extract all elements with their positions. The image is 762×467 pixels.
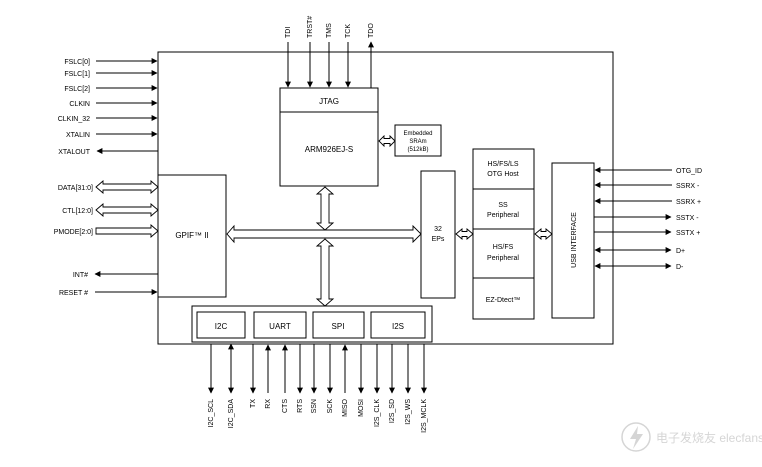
watermark: 电子发烧友 elecfans.com <box>621 422 762 452</box>
uart-label: UART <box>269 322 291 331</box>
pin-i2c-sda: I2C_SDA <box>228 399 235 429</box>
pin-fslc0: FSLC[0] <box>64 59 90 66</box>
gpif-block <box>157 174 227 298</box>
pin-sstx-plus: SSTX + <box>676 230 700 237</box>
eps-line2: EPs <box>432 236 445 243</box>
otg-host-block <box>472 148 535 190</box>
pin-rts: RTS <box>297 399 304 413</box>
eps-usb-arrow <box>455 228 474 240</box>
bottom-signals: I2C_SCL I2C_SDA TX RX CTS RTS SSN SCK MI… <box>208 343 428 433</box>
usb-interface-block <box>551 162 595 319</box>
watermark-logo-icon <box>621 422 651 452</box>
right-signals: OTG_ID SSRX - SSRX + SSTX - SSTX + D+ D- <box>594 167 702 271</box>
pin-pmode: PMODE[2:0] <box>54 229 93 236</box>
ctl-bus-arrow <box>95 203 159 217</box>
pin-tdi: TDI <box>285 27 292 38</box>
otg-host-line2: OTG Host <box>487 171 519 178</box>
pin-dplus: D+ <box>676 248 685 255</box>
pin-trst: TRST# <box>307 16 314 38</box>
i2c-label: I2C <box>215 322 228 331</box>
sram-line2: SRAm <box>409 139 426 145</box>
pin-tms: TMS <box>326 23 333 38</box>
i2s-block <box>370 311 426 339</box>
pin-ctl: CTL[12:0] <box>62 208 93 215</box>
hsfs-peripheral-block <box>472 228 535 279</box>
pmode-bus-arrow <box>95 224 159 238</box>
left-signals: FSLC[0] FSLC[1] FSLC[2] CLKIN CLKIN_32 X… <box>54 58 159 297</box>
pin-i2s-clk: I2S_CLK <box>374 399 381 427</box>
pin-xtalout: XTALOUT <box>58 149 90 156</box>
chip-outline <box>157 51 614 345</box>
pin-fslc2: FSLC[2] <box>64 86 90 93</box>
pin-cts: CTS <box>282 399 289 413</box>
pin-tx: TX <box>250 399 257 408</box>
pin-clkin32: CLKIN_32 <box>58 116 90 123</box>
pin-i2s-sd: I2S_SD <box>389 399 396 423</box>
ss-periph-line2: Peripheral <box>487 212 519 219</box>
pin-tdo: TDO <box>368 23 375 38</box>
arm-sram-arrow <box>378 134 396 148</box>
hsfs-periph-line1: HS/FS <box>493 244 514 251</box>
otg-host-line1: HS/FS/LS <box>487 161 518 168</box>
arm-block <box>279 87 379 187</box>
gpif-label: GPIF™ II <box>175 231 208 240</box>
eps-line1: 32 <box>434 226 442 233</box>
hsfs-periph-line2: Peripheral <box>487 255 519 262</box>
pin-int: INT# <box>73 272 88 279</box>
i2s-label: I2S <box>392 322 404 331</box>
uart-block <box>253 311 307 339</box>
pin-miso: MISO <box>342 398 349 416</box>
data-bus-arrow <box>95 180 159 194</box>
pin-i2s-ws: I2S_WS <box>405 399 412 425</box>
main-bus-arrow <box>226 224 422 244</box>
sram-line3: (512kB) <box>407 147 428 153</box>
spi-block <box>312 311 365 339</box>
spi-label: SPI <box>332 322 345 331</box>
watermark-bolt-icon <box>630 426 643 449</box>
sram-block <box>394 124 442 157</box>
arm-label: ARM926EJ-S <box>305 145 353 154</box>
pin-ssn: SSN <box>311 399 318 413</box>
watermark-text: 电子发烧友 elecfans.com <box>656 430 762 445</box>
ss-peripheral-block <box>472 188 535 230</box>
ez-dtect-block <box>472 277 535 320</box>
pin-fslc1: FSLC[1] <box>64 71 90 78</box>
pin-ssrx-minus: SSRX - <box>676 183 700 190</box>
eps-block <box>420 170 456 299</box>
jtag-pins: TDI TRST# TMS TCK TDO <box>285 16 375 88</box>
usb-interface-label: USB INTERFACE <box>571 212 578 268</box>
pin-i2c-scl: I2C_SCL <box>208 399 215 428</box>
ez-dtect-label: EZ-Dtect™ <box>486 297 521 304</box>
ss-periph-line1: SS <box>498 202 508 209</box>
i2c-block <box>196 311 246 339</box>
usb-core-interface-arrow <box>534 228 553 240</box>
pin-dminus: D- <box>676 264 684 271</box>
sram-line1: Embedded <box>403 131 432 137</box>
pin-sck: SCK <box>327 399 334 414</box>
pin-clkin: CLKIN <box>69 101 90 108</box>
pin-otg-id: OTG_ID <box>676 168 702 175</box>
arm-bus-arrow <box>315 186 335 231</box>
pin-mosi: MOSI <box>358 399 365 417</box>
pin-data: DATA[31:0] <box>58 185 93 192</box>
pin-ssrx-plus: SSRX + <box>676 199 701 206</box>
pin-reset: RESET # <box>59 290 88 297</box>
serial-bus-arrow <box>315 238 335 307</box>
pin-rx: RX <box>265 399 272 409</box>
pin-i2s-mclk: I2S_MCLK <box>421 399 428 433</box>
pin-tck: TCK <box>345 24 352 38</box>
jtag-label: JTAG <box>319 97 339 106</box>
pin-xtalin: XTALIN <box>66 132 90 139</box>
pin-sstx-minus: SSTX - <box>676 215 699 222</box>
